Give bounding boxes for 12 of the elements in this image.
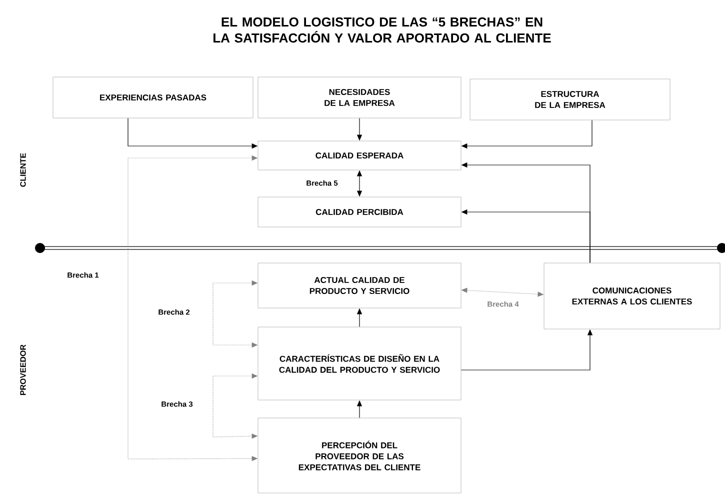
text-box: CALIDAD ESPERADA	[258, 140, 462, 170]
text-box: PERCEPCIÓN DEL PROVEEDOR DE LAS EXPECTATIVAS DEL CLIENTE	[258, 418, 462, 494]
text-box: CARACTERÍSTICAS DE DISEÑO EN LA CALIDAD DEL PRODUCTO Y SERVICIO	[258, 326, 462, 400]
side-label: CLIENTE	[20, 153, 26, 187]
text-box: EXPERIENCIAS PASADAS	[52, 76, 254, 118]
text-box: COMUNICACIONES EXTERNAS A LOS CLIENTES	[544, 262, 720, 330]
text-box: ESTRUCTURA DE LA EMPRESA	[470, 78, 670, 120]
text-box: CALIDAD PERCIBIDA	[258, 196, 462, 228]
side-label: PROVEEDOR	[20, 344, 26, 396]
text-box: ACTUAL CALIDAD DE PRODUCTO Y SERVICIO	[258, 262, 462, 308]
title: EL MODELO LOGISTICO DE LAS “5 BRECHAS” EN LA SATISFACCIÓN Y VALOR APORTADO AL CLIENTE	[214, 17, 551, 43]
text-box: NECESIDADES DE LA EMPRESA	[258, 76, 462, 118]
